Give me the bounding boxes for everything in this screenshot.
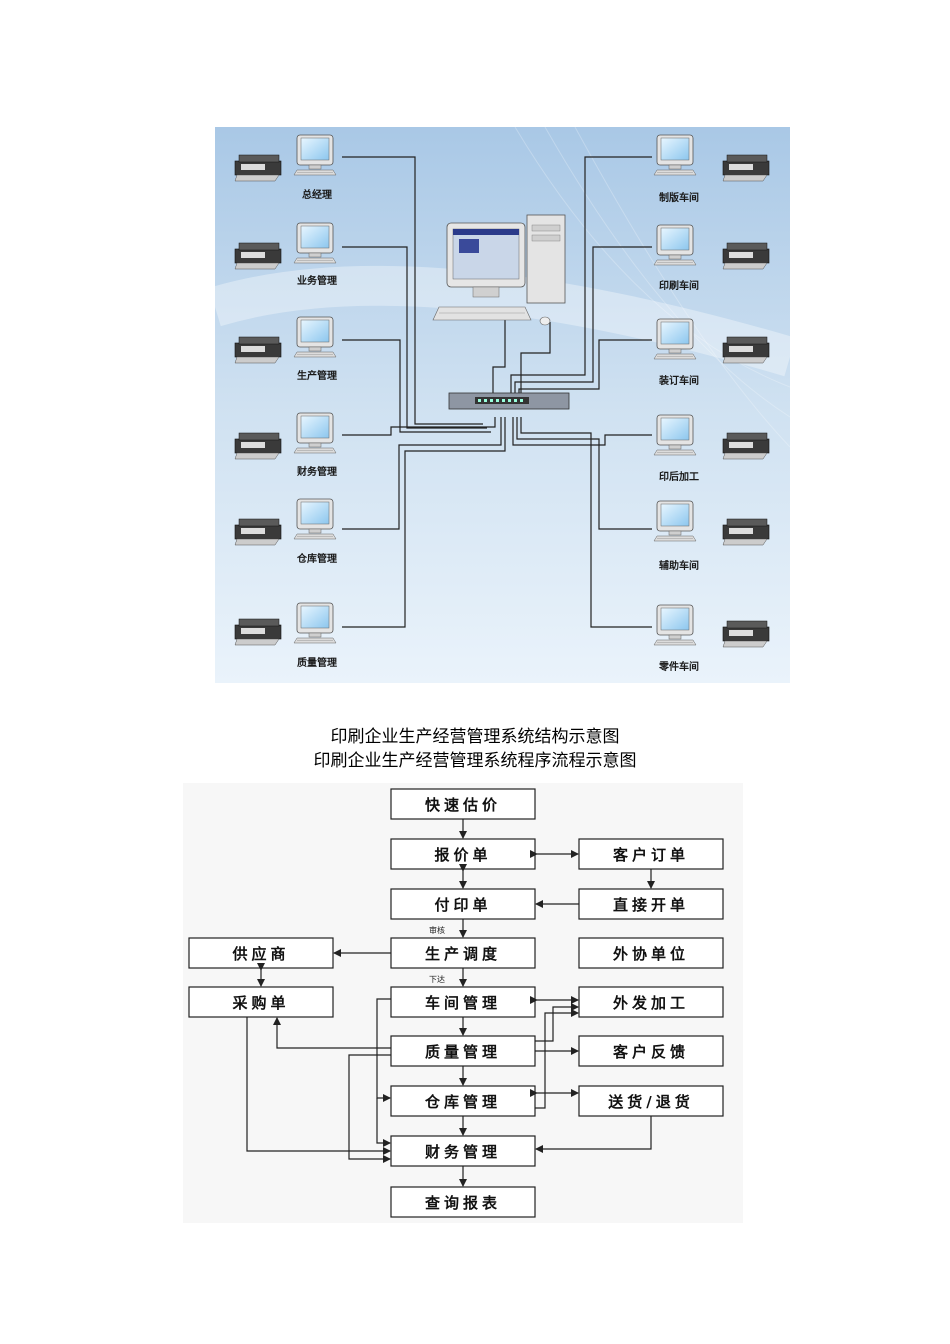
node-label: 辅助车间 [659, 559, 699, 572]
box-right-3 [578, 986, 724, 1018]
central-server [432, 214, 566, 326]
flow-caption: 印刷企业生产经营管理系统程序流程示意图 [313, 751, 637, 771]
structure-caption: 印刷企业生产经营管理系统结构示意图 [330, 727, 620, 747]
box-main-3 [390, 937, 536, 969]
flow-label: 报价单 [434, 846, 491, 864]
box-right-2 [578, 937, 724, 969]
flow-label: 直接开单 [613, 896, 689, 914]
flow-label: 仓库管理 [424, 1093, 501, 1111]
flow-label: 车间管理 [425, 994, 501, 1012]
node-label: 总经理 [302, 188, 332, 201]
edge-note: 审核 [429, 925, 445, 935]
box-main-8 [390, 1186, 536, 1218]
node-label: 零件车间 [658, 660, 699, 673]
flow-label: 外发加工 [612, 994, 689, 1012]
node-label: 印刷车间 [659, 279, 699, 292]
right-node-labels: 制版车间 印刷车间 装订车间 印后加工 辅助车间 零件车间 [658, 191, 699, 673]
network-structure-diagram: 总经理 业务管理 生产管理 财务管理 仓库管理 质量管理 制版车间 印刷车间 装… [215, 127, 790, 683]
node-label: 财务管理 [296, 465, 337, 478]
flow-label: 财务管理 [425, 1143, 501, 1161]
node-label: 业务管理 [297, 274, 337, 287]
box-right-5 [578, 1085, 724, 1117]
flow-label: 生产调度 [425, 945, 501, 963]
box-main-2 [390, 888, 536, 920]
flow-label: 客户反馈 [612, 1043, 689, 1061]
flow-box-labels: 快速估价 报价单 付印单 生产调度 车间管理 质量管理 仓库管理 财务管理 查询… [231, 796, 693, 1212]
box-main-6 [390, 1085, 536, 1117]
edge-note: 下达 [429, 974, 445, 984]
box-main-4 [390, 986, 536, 1018]
box-main-5 [390, 1035, 536, 1067]
flow-label: 外协单位 [612, 945, 689, 963]
node-label: 生产管理 [297, 369, 337, 382]
node-label: 质量管理 [297, 656, 337, 669]
process-flowchart: 快速估价 报价单 付印单 生产调度 车间管理 质量管理 仓库管理 财务管理 查询… [183, 783, 743, 1223]
flow-label: 供应商 [231, 945, 289, 963]
box-right-4 [578, 1035, 724, 1067]
flow-label: 采购单 [231, 994, 289, 1012]
box-left-1 [188, 986, 334, 1018]
node-label: 印后加工 [659, 470, 699, 483]
flow-label: 客户订单 [612, 846, 689, 864]
flow-label: 查询报表 [425, 1194, 501, 1212]
box-right-1 [578, 888, 724, 920]
box-main-0 [390, 788, 536, 820]
network-cables [342, 156, 652, 628]
node-label: 制版车间 [659, 191, 699, 204]
flow-arrows [246, 819, 655, 1187]
flow-label: 质量管理 [425, 1043, 501, 1061]
node-label: 仓库管理 [296, 552, 337, 565]
flow-label: 付印单 [434, 896, 491, 914]
network-switch [448, 392, 570, 410]
left-node-labels: 总经理 业务管理 生产管理 财务管理 仓库管理 质量管理 [296, 188, 337, 669]
flow-label: 送货/退货 [607, 1093, 693, 1111]
flow-label: 快速估价 [425, 796, 501, 814]
node-label: 装订车间 [658, 374, 699, 387]
